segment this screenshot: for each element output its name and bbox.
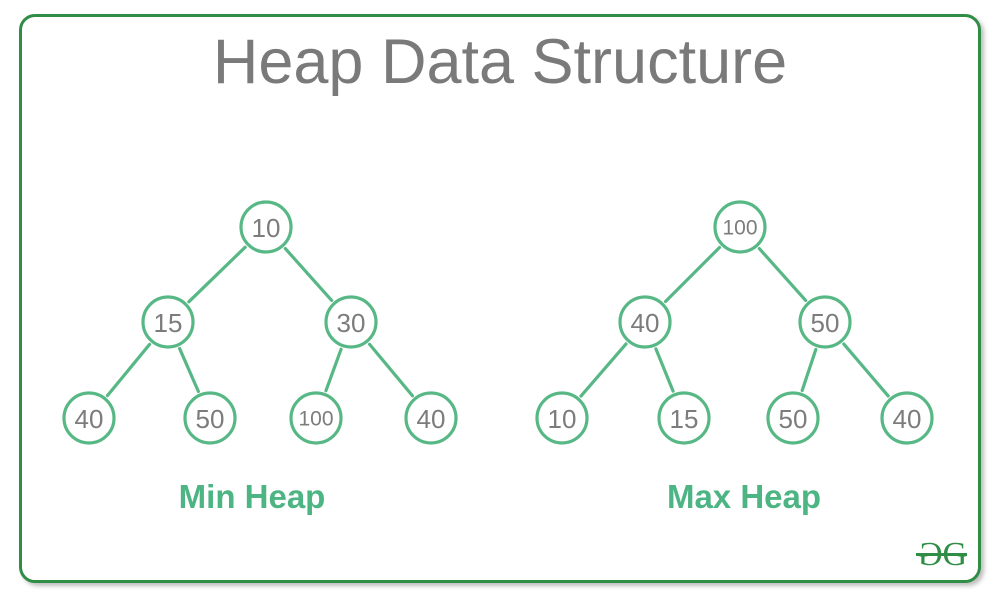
min-heap-node (239, 200, 293, 254)
min-heap-node-value: 30 (337, 308, 366, 338)
page-title: Heap Data Structure (212, 27, 788, 97)
max-heap-edge (800, 347, 818, 393)
max-heap-node-value: 10 (548, 404, 577, 434)
min-heap-node-value: 40 (417, 404, 446, 434)
min-heap-edge (187, 245, 247, 304)
min-heap-edge (283, 247, 334, 302)
min-heap-node-value: 10 (252, 213, 281, 243)
min-heap-node (183, 391, 237, 445)
min-heap-node-value: 40 (75, 404, 104, 434)
max-heap-node (766, 391, 820, 445)
min-heap-node (404, 391, 458, 445)
max-heap-node (535, 391, 589, 445)
min-heap-label: Min Heap (178, 478, 326, 515)
min-heap-node-value: 50 (196, 404, 225, 434)
max-heap-edge (579, 342, 628, 398)
gfg-logo-strike (915, 553, 967, 556)
min-heap-edge (105, 342, 152, 398)
max-heap-node-value: 100 (722, 217, 757, 240)
min-heap-edge (324, 347, 343, 393)
gfg-logo: GG (915, 536, 967, 573)
min-heap-node-value: 15 (154, 308, 183, 338)
max-heap-edge (842, 342, 890, 398)
max-heap-label: Max Heap (666, 478, 822, 515)
max-heap-node-value: 40 (893, 404, 922, 434)
max-heap-edge (663, 245, 722, 304)
min-heap-edge (178, 346, 200, 394)
max-heap-node (657, 391, 711, 445)
max-heap-node-value: 40 (631, 308, 660, 338)
min-heap-node (62, 391, 116, 445)
max-heap-node (880, 391, 934, 445)
max-heap-node (798, 295, 852, 349)
max-heap-node-value: 50 (811, 308, 840, 338)
max-heap-edge (757, 247, 808, 302)
max-heap-node (618, 295, 672, 349)
min-heap-node (289, 391, 343, 445)
max-heap-edge (654, 347, 675, 393)
min-heap-node-value: 100 (298, 408, 333, 431)
max-heap-node (713, 200, 767, 254)
min-heap-tree: 10 15 30 40 50 100 40 (62, 200, 458, 445)
max-heap-tree: 100 40 50 10 15 50 40 (535, 200, 934, 445)
min-heap-node (324, 295, 378, 349)
min-heap-edge (367, 342, 415, 398)
max-heap-node-value: 50 (779, 404, 808, 434)
max-heap-node-value: 15 (670, 404, 699, 434)
min-heap-node (141, 295, 195, 349)
